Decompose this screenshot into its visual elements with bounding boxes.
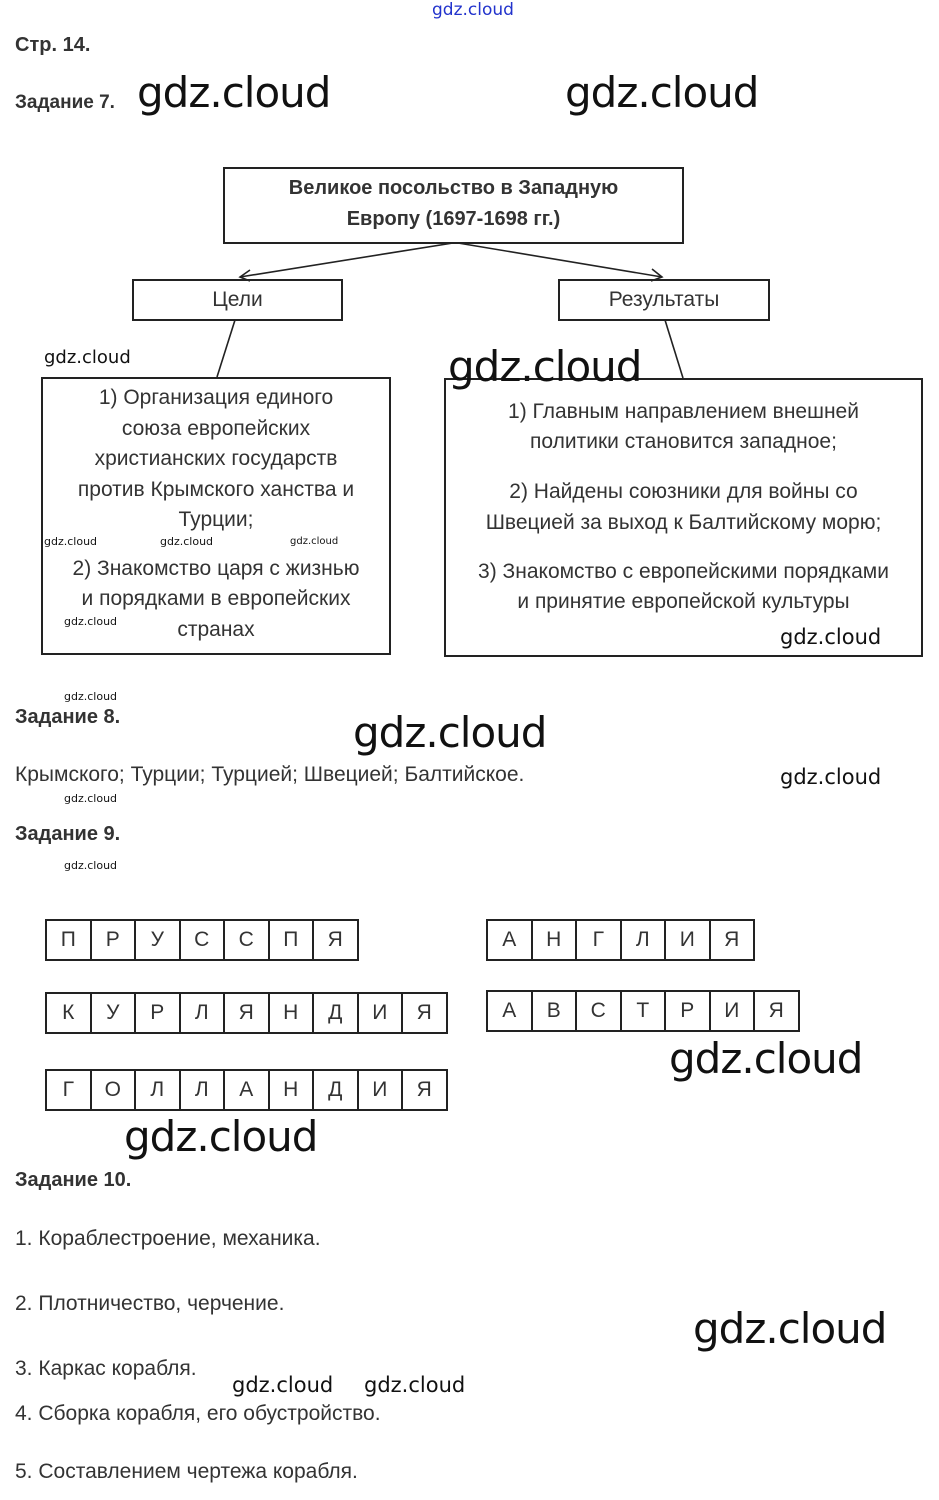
- watermark: gdz.cloud: [693, 1304, 887, 1353]
- letter-cell: Г: [577, 919, 622, 961]
- watermark: gdz.cloud: [44, 535, 98, 548]
- task10-item: 1. Кораблестроение, механика.: [15, 1227, 321, 1250]
- letter-cell: Р: [136, 992, 181, 1034]
- task10-item: 4. Сборка корабля, его обустройство.: [15, 1402, 381, 1425]
- letter-cell: Д: [314, 1069, 359, 1111]
- watermark: gdz.cloud: [44, 347, 131, 368]
- letter-cell: П: [47, 919, 92, 961]
- letter-cell: Т: [621, 990, 666, 1032]
- letter-cell: О: [91, 1069, 136, 1111]
- letter-cell: Я: [755, 990, 800, 1032]
- task9-title: Задание 9.: [15, 823, 121, 845]
- goal-line: христианских государств: [94, 447, 338, 470]
- results-list-box: 1) Главным направлением внешней политики…: [444, 378, 923, 657]
- task8-answer: Крымского; Турции; Турцией; Швецией; Бал…: [15, 763, 525, 786]
- watermark: gdz.cloud: [565, 68, 759, 117]
- watermark: gdz.cloud: [64, 792, 118, 805]
- watermark: gdz.cloud: [124, 1112, 318, 1161]
- watermark: gdz.cloud: [64, 859, 118, 872]
- watermark: gdz.cloud: [669, 1034, 863, 1083]
- goal-line: союза европейских: [121, 417, 311, 440]
- diagram-connectors: [216, 242, 684, 379]
- letter-cell: П: [269, 919, 314, 961]
- goal-line: 2) Знакомство царя с жизнью: [72, 557, 360, 580]
- result-line: 1) Главным направлением внешней: [508, 400, 859, 423]
- letter-cell: Я: [225, 992, 270, 1034]
- goals-list-box: 1) Организация единого союза европейских…: [41, 377, 391, 655]
- root-box: Великое посольство в Западную Европу (16…: [223, 167, 684, 244]
- page-label: Стр. 14.: [15, 34, 91, 56]
- letter-cell: Р: [91, 919, 136, 961]
- letter-cell: К: [47, 992, 92, 1034]
- letter-cell: А: [488, 919, 533, 961]
- task10-item: 5. Составлением чертежа корабля.: [15, 1460, 358, 1483]
- watermark: gdz.cloud: [160, 535, 214, 548]
- letter-cell: И: [358, 1069, 403, 1111]
- letter-cell: С: [577, 990, 622, 1032]
- letter-cell: А: [225, 1069, 270, 1111]
- task10-item: 3. Каркас корабля.: [15, 1357, 197, 1380]
- watermark: gdz.cloud: [780, 765, 882, 789]
- goals-box: Цели: [132, 279, 343, 321]
- letter-cell: Н: [269, 992, 314, 1034]
- watermark: gdz.cloud: [290, 536, 339, 547]
- letter-cell: У: [91, 992, 136, 1034]
- letter-cell: Я: [403, 1069, 448, 1111]
- goals-label: Цели: [212, 288, 263, 311]
- letter-cell: Я: [710, 919, 755, 961]
- letter-cell: И: [710, 990, 755, 1032]
- watermark: gdz.cloud: [137, 68, 331, 117]
- watermark: gdz.cloud: [64, 615, 118, 628]
- task8-title: Задание 8.: [15, 706, 121, 728]
- goal-line: 1) Организация единого: [98, 386, 334, 409]
- letter-cell: У: [136, 919, 181, 961]
- result-line: политики становится западное;: [530, 430, 837, 453]
- watermark: gdz.cloud: [353, 708, 547, 757]
- task10-title: Задание 10.: [15, 1169, 132, 1191]
- letter-cell: С: [225, 919, 270, 961]
- letter-cell: С: [180, 919, 225, 961]
- letter-cell: И: [358, 992, 403, 1034]
- task10-item: 2. Плотничество, черчение.: [15, 1292, 285, 1315]
- results-label: Результаты: [608, 288, 720, 311]
- letter-cell: Г: [47, 1069, 92, 1111]
- letter-cell: Л: [180, 1069, 225, 1111]
- watermark: gdz.cloud: [364, 1373, 466, 1397]
- task7-title: Задание 7.: [15, 92, 115, 113]
- watermark: gdz.cloud: [64, 690, 118, 703]
- letter-cell: Р: [666, 990, 711, 1032]
- letter-cell: Н: [269, 1069, 314, 1111]
- watermark: gdz.cloud: [780, 625, 882, 649]
- results-box: Результаты: [558, 279, 770, 321]
- result-line: 3) Знакомство с европейскими порядками: [478, 560, 889, 583]
- letter-cell: Н: [532, 919, 577, 961]
- result-line: 2) Найдены союзники для войны со: [509, 480, 858, 503]
- letter-cell: И: [666, 919, 711, 961]
- letter-cell: Л: [180, 992, 225, 1034]
- goal-line: против Крымского ханства и: [77, 478, 355, 501]
- goal-line: и порядками в европейских: [81, 587, 351, 610]
- watermark: gdz.cloud: [232, 1373, 334, 1397]
- letter-cell: Я: [314, 919, 359, 961]
- letter-cell: Л: [621, 919, 666, 961]
- watermark: gdz.cloud: [448, 342, 642, 391]
- letter-cell: А: [488, 990, 533, 1032]
- goal-line: Турции;: [178, 508, 254, 531]
- goal-line: странах: [177, 618, 255, 641]
- root-line: Великое посольство в Западную: [288, 177, 619, 199]
- letter-cell: Д: [314, 992, 359, 1034]
- letter-cell: Я: [403, 992, 448, 1034]
- watermark-top: gdz.cloud: [432, 0, 514, 20]
- result-line: Швецией за выход к Балтийскому морю;: [485, 511, 882, 534]
- letter-cell: В: [532, 990, 577, 1032]
- root-line: Европу (1697-1698 гг.): [346, 208, 561, 230]
- letter-cell: Л: [136, 1069, 181, 1111]
- result-line: и принятие европейской культуры: [517, 590, 850, 613]
